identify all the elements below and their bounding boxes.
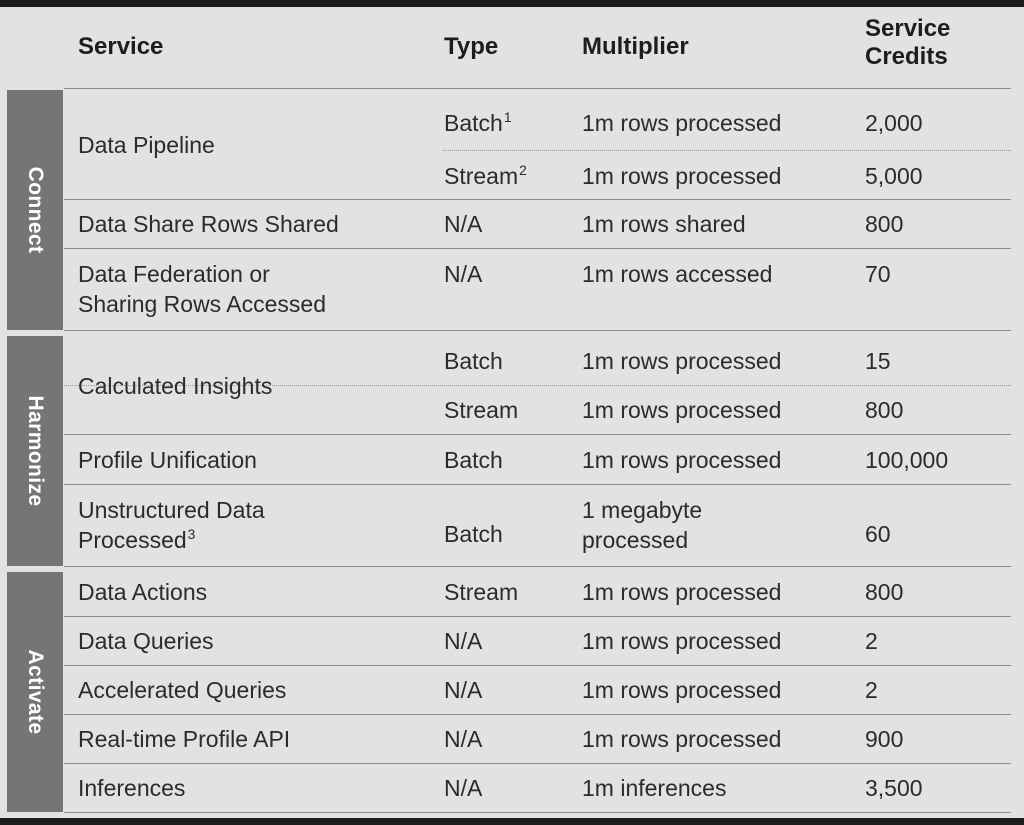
table-row: Data Pipeline	[78, 132, 215, 158]
cell-service-line1: Data Federation or	[78, 261, 270, 287]
table-row: Data Actions	[78, 579, 208, 605]
cell-service-credits: 3,500	[865, 775, 923, 801]
cell-type: N/A	[444, 628, 483, 654]
row-divider	[64, 434, 1011, 435]
cell-multiplier: 1m inferences	[582, 775, 727, 801]
cell-service-credits: 100,000	[865, 447, 949, 473]
table-row: Stream2	[444, 162, 576, 192]
cell-multiplier: 1m rows processed	[582, 579, 782, 605]
row-divider	[64, 199, 1011, 200]
footnote-marker: 1	[503, 110, 512, 126]
cell-service-line2: Processed3	[78, 526, 436, 556]
cell-type: N/A	[444, 775, 483, 801]
service-credits-table: Service Type Multiplier Service Credits …	[0, 7, 1024, 818]
section-label-harmonize: Harmonize	[24, 395, 47, 507]
cell-type: Batch	[444, 447, 503, 473]
section-divider	[64, 330, 1011, 331]
table-row: Data Federation or Sharing Rows Accessed	[78, 260, 436, 320]
section-band-harmonize: Harmonize	[7, 336, 63, 566]
cell-service-line2-text: Processed	[78, 526, 187, 553]
cell-multiplier: 1m rows processed	[582, 447, 782, 473]
section-label-connect: Connect	[24, 166, 47, 254]
column-header-type: Type	[444, 33, 499, 60]
row-divider	[64, 484, 1011, 485]
table-row: Real-time Profile API	[78, 726, 291, 752]
column-header-service-credits-line2: Credits	[865, 43, 948, 71]
row-divider	[64, 616, 1011, 617]
table-row: Inferences	[78, 775, 186, 801]
subrow-divider	[64, 385, 1011, 386]
cell-type: N/A	[444, 261, 483, 287]
table-row: Accelerated Queries	[78, 677, 287, 703]
table-row: Unstructured Data Processed3	[78, 496, 436, 556]
cell-multiplier: 1m rows processed	[582, 348, 782, 374]
section-band-activate: Activate	[7, 572, 63, 812]
cell-service-credits: 5,000	[865, 163, 923, 189]
cell-service-line1: Unstructured Data	[78, 497, 265, 523]
cell-service-credits: 15	[865, 348, 891, 374]
cell-multiplier: 1 megabyte processed	[582, 496, 854, 556]
column-header-service-credits: Service Credits	[865, 15, 995, 71]
cell-service-credits: 800	[865, 579, 904, 605]
bottom-edge-bar	[0, 818, 1024, 825]
table-header-row: Service Type Multiplier Service Credits	[0, 7, 1024, 88]
cell-multiplier: 1m rows processed	[582, 628, 782, 654]
cell-service-credits: 2	[865, 628, 878, 654]
cell-service-line2: Sharing Rows Accessed	[78, 290, 327, 317]
cell-type: N/A	[444, 211, 483, 237]
cell-multiplier: 1m rows processed	[582, 397, 782, 423]
cell-multiplier: 1m rows accessed	[582, 261, 773, 287]
top-edge-bar	[0, 0, 1024, 7]
cell-type: N/A	[444, 677, 483, 703]
section-band-connect: Connect	[7, 90, 63, 330]
row-divider	[64, 714, 1011, 715]
cell-multiplier-line2: processed	[582, 526, 689, 553]
table-row: Batch1	[444, 109, 576, 139]
cell-service-credits: 900	[865, 726, 904, 752]
cell-service-credits: 2	[865, 677, 878, 703]
row-divider	[64, 248, 1011, 249]
cell-multiplier: 1m rows processed	[582, 677, 782, 703]
cell-service-credits: 800	[865, 211, 904, 237]
section-label-activate: Activate	[24, 649, 47, 735]
table-canvas	[0, 7, 1024, 818]
column-header-service-credits-line1: Service	[865, 15, 951, 42]
cell-type: Stream	[444, 579, 519, 605]
cell-multiplier: 1m rows processed	[582, 110, 782, 136]
cell-service-credits: 800	[865, 397, 904, 423]
cell-service-credits: 2,000	[865, 110, 923, 136]
cell-service-credits: 60	[865, 521, 891, 547]
header-rule	[64, 88, 1011, 89]
cell-type: Batch	[444, 521, 503, 547]
footnote-marker: 2	[519, 163, 527, 179]
row-divider	[64, 665, 1011, 666]
cell-type: Stream	[444, 163, 519, 189]
cell-type: N/A	[444, 726, 483, 752]
table-row: Calculated Insights	[78, 373, 273, 399]
cell-service-credits: 70	[865, 261, 891, 287]
column-header-multiplier: Multiplier	[582, 33, 689, 60]
cell-type: Batch	[444, 110, 503, 136]
table-row: Profile Unification	[78, 447, 257, 473]
cell-type: Batch	[444, 348, 503, 374]
cell-multiplier-line1: 1 megabyte	[582, 497, 703, 523]
cell-type: Stream	[444, 397, 519, 423]
row-divider	[64, 763, 1011, 764]
column-header-service: Service	[78, 33, 164, 60]
table-bottom-rule	[64, 812, 1011, 813]
cell-multiplier: 1m rows shared	[582, 211, 746, 237]
section-divider	[64, 566, 1011, 567]
footnote-marker: 3	[187, 527, 196, 543]
cell-multiplier: 1m rows processed	[582, 726, 782, 752]
cell-multiplier: 1m rows processed	[582, 163, 782, 189]
subrow-divider	[443, 150, 1011, 151]
table-row: Data Share Rows Shared	[78, 211, 339, 237]
table-row: Data Queries	[78, 628, 214, 654]
